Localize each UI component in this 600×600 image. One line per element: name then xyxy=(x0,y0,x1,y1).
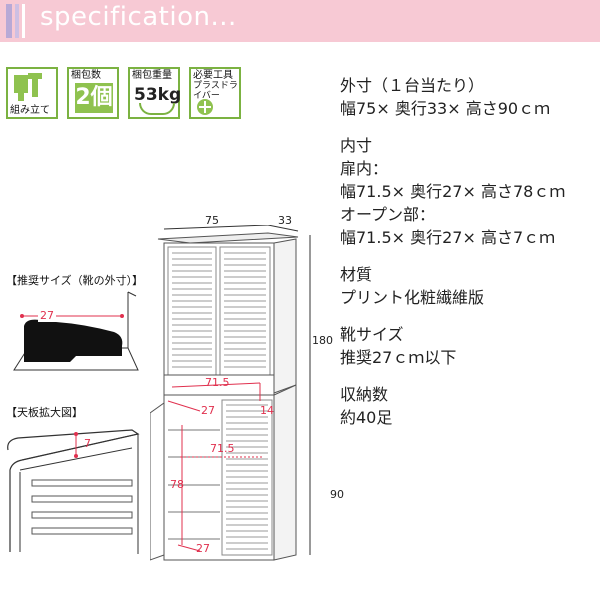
inner-size-title: 内寸 xyxy=(340,136,373,155)
open-width-dim: 71.5 xyxy=(205,376,230,389)
required-tools-icon-box: 必要工具 プラスドライバー xyxy=(189,67,241,119)
shoe-length-dim: 27 xyxy=(38,309,56,322)
inner-depth-dim: 27 xyxy=(196,542,210,555)
assembly-icon-box: 組み立て xyxy=(6,67,58,119)
open-height-dim: 14 xyxy=(260,404,274,417)
door-inner-value: 幅71.5× 奥行27× 高さ78ｃｍ xyxy=(340,182,566,201)
cabinet-illustration xyxy=(150,225,311,561)
screwdriver-icon xyxy=(197,99,213,115)
shoe-size-value: 推奨27ｃｍ以下 xyxy=(340,348,457,367)
package-count-label: 梱包数 xyxy=(71,70,101,81)
top-board-illustration xyxy=(7,429,140,554)
package-weight-icon-box: 梱包重量 53kg xyxy=(128,67,182,119)
cabinet-depth-dim: 33 xyxy=(278,214,292,227)
capacity-value: 約40足 xyxy=(340,408,393,427)
assembly-label: 組み立て xyxy=(10,105,50,116)
header-stripe xyxy=(6,4,12,38)
required-tools-label: 必要工具 xyxy=(193,70,233,81)
header-banner: specification... xyxy=(0,0,600,42)
outer-size-value: 幅75× 奥行33× 高さ90ｃｍ xyxy=(340,99,551,118)
shoe-size-title: 靴サイズ xyxy=(340,325,404,344)
outer-size-title: 外寸（１台当たり） xyxy=(340,76,485,95)
material-title: 材質 xyxy=(340,265,373,284)
inner-height-dim: 78 xyxy=(170,478,184,491)
cabinet-width-dim: 75 xyxy=(205,214,219,227)
door-inner-label: 扉内： xyxy=(340,159,389,178)
top-board-label: 【天板拡大図】 xyxy=(6,406,83,419)
capacity-title: 収納数 xyxy=(340,385,389,404)
tools-icon xyxy=(14,73,42,101)
header-stripe xyxy=(22,4,25,38)
package-count-icon-box: 梱包数 2個 xyxy=(67,67,119,119)
open-section-label: オープン部： xyxy=(340,205,436,224)
cabinet-lower-height-dim: 90 xyxy=(330,488,344,501)
open-section-value: 幅71.5× 奥行27× 高さ7ｃｍ xyxy=(340,228,556,247)
shoe-illustration xyxy=(13,291,139,371)
header-stripe xyxy=(15,4,19,38)
material-value: プリント化粧繊維版 xyxy=(340,288,485,307)
package-weight-label: 梱包重量 xyxy=(132,70,172,81)
open-depth-dim: 27 xyxy=(201,404,215,417)
scale-icon xyxy=(139,103,175,115)
package-weight-value: 53kg xyxy=(134,85,182,105)
recommended-size-label: 【推奨サイズ（靴の外寸）】 xyxy=(6,274,144,287)
required-tools-sub: プラスドライバー xyxy=(193,81,238,101)
inner-width-dim: 71.5 xyxy=(210,442,235,455)
top-board-height-dim: 7 xyxy=(84,437,91,450)
package-count-value: 2個 xyxy=(75,83,113,113)
page-title: specification... xyxy=(40,2,237,32)
cabinet-total-height-dim: 180 xyxy=(312,334,333,347)
spec-panel: 外寸（１台当たり） 幅75× 奥行33× 高さ90ｃｍ 内寸 扉内： 幅71.5… xyxy=(340,74,598,429)
